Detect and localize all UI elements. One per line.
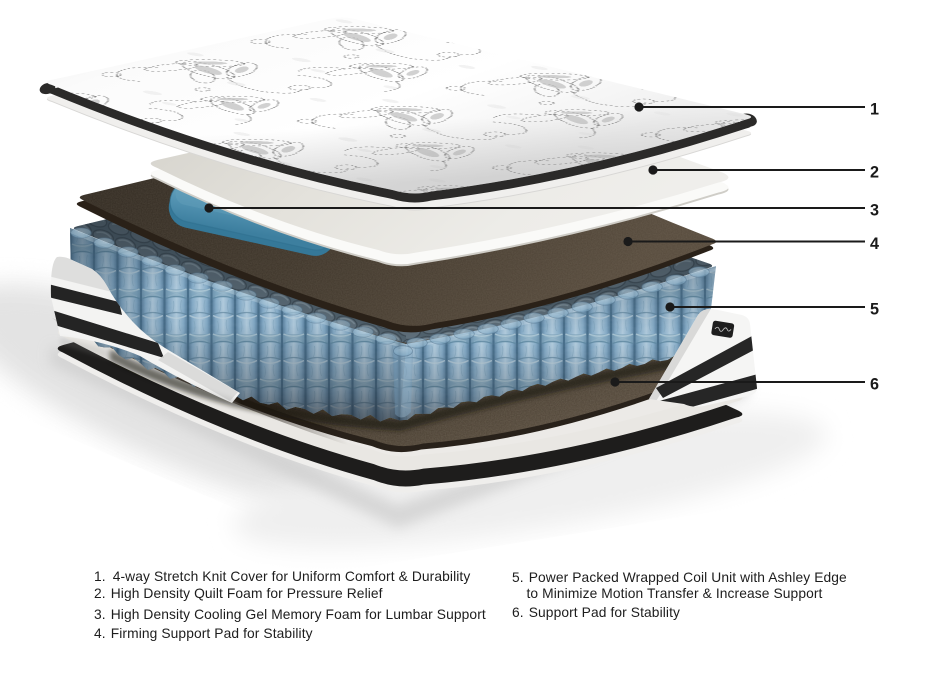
svg-text:2: 2	[870, 164, 879, 182]
svg-text:6: 6	[870, 376, 879, 394]
svg-text:5: 5	[870, 301, 879, 319]
svg-text:4: 4	[870, 235, 879, 253]
svg-text:1: 1	[870, 101, 879, 119]
svg-text:3: 3	[870, 202, 879, 220]
